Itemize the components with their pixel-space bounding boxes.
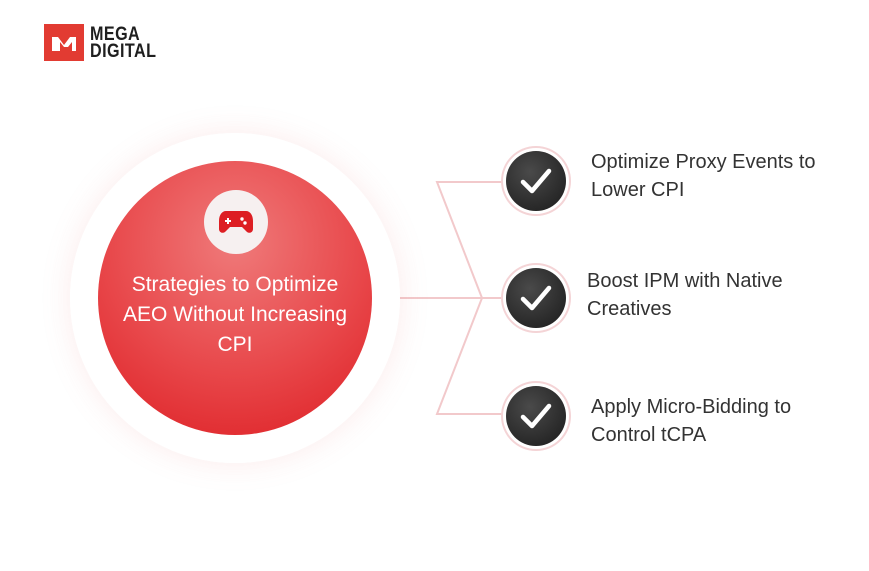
logo-line1: MEGA (90, 23, 141, 45)
gamepad-icon (204, 190, 268, 254)
logo-mark-icon (44, 24, 84, 61)
check-icon (506, 386, 566, 446)
center-title: Strategies to Optimize AEO Without Incre… (122, 273, 348, 356)
check-icon (506, 151, 566, 211)
strategy-item-2: Boost IPM with Native Creatives (587, 270, 783, 320)
strategy-item-1: Optimize Proxy Events to Lower CPI (591, 151, 816, 201)
logo-line2: DIGITAL (90, 40, 157, 62)
strategy-item-3: Apply Micro-Bidding to Control tCPA (591, 396, 792, 446)
check-icon (506, 268, 566, 328)
